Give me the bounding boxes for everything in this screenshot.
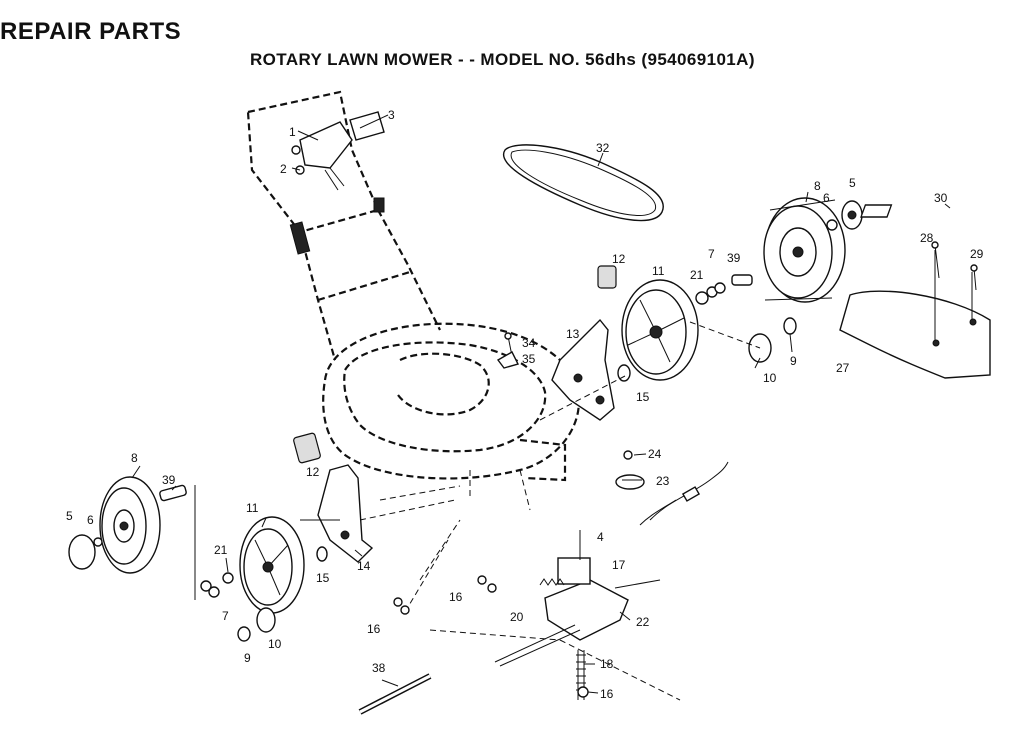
callout-8-right: 8 <box>814 179 821 193</box>
callout-35: 35 <box>522 352 536 366</box>
callout-6-right: 6 <box>823 191 830 205</box>
transmission <box>494 557 661 667</box>
callout-7-right: 7 <box>708 247 715 261</box>
callout-22: 22 <box>636 615 650 629</box>
alignment-lines <box>359 321 761 701</box>
callout-11-right: 11 <box>652 264 665 278</box>
callout-15-left: 15 <box>316 571 330 585</box>
callout-4: 4 <box>597 530 604 544</box>
page-title: REPAIR PARTS <box>0 18 182 45</box>
callout-38: 38 <box>372 661 386 675</box>
callout-13: 13 <box>566 327 580 341</box>
callout-28: 28 <box>920 231 934 245</box>
callout-21-left: 21 <box>214 543 228 557</box>
callout-32: 32 <box>596 141 610 155</box>
callout-12-left: 12 <box>306 465 320 479</box>
callout-14: 14 <box>357 559 371 573</box>
callout-16-middle: 16 <box>449 590 463 604</box>
callout-10-right: 10 <box>763 371 777 385</box>
skirt-bolts <box>931 241 978 291</box>
rear-skirt <box>839 250 991 379</box>
callout-18: 18 <box>600 657 614 671</box>
callout-12-right: 12 <box>612 252 626 266</box>
left-wheel-bracket <box>300 464 374 563</box>
callout-27: 27 <box>836 361 850 375</box>
left-axle-parts <box>194 485 276 642</box>
mower-deck <box>322 322 581 511</box>
callout-labels: 1 2 3 32 8 6 5 30 28 29 12 11 21 7 39 34… <box>66 108 984 701</box>
callout-23: 23 <box>656 474 670 488</box>
callout-5-left: 5 <box>66 509 73 523</box>
callout-3: 3 <box>388 108 395 122</box>
springs <box>539 578 589 700</box>
bolt-and-clip <box>496 332 520 369</box>
callout-39-left: 39 <box>162 473 176 487</box>
decal <box>860 204 893 218</box>
callout-9-left: 9 <box>244 651 251 665</box>
left-spacer <box>159 484 187 502</box>
callout-29: 29 <box>970 247 984 261</box>
callout-17: 17 <box>612 558 626 572</box>
control-cable <box>639 461 729 526</box>
wheel-nut-left <box>93 537 103 547</box>
axle-rod-highlight <box>359 674 431 714</box>
right-drive-gear <box>621 279 699 381</box>
callout-10-left: 10 <box>268 637 282 651</box>
right-axle-parts <box>597 265 753 305</box>
callout-1: 1 <box>289 125 296 139</box>
callout-34: 34 <box>522 336 536 350</box>
left-rear-wheel <box>99 476 161 574</box>
leader-lines <box>131 114 951 694</box>
drive-belt <box>502 144 664 222</box>
wheel-nut-right <box>826 219 838 231</box>
callout-6-left: 6 <box>87 513 94 527</box>
callout-24: 24 <box>648 447 662 461</box>
callout-16-left: 16 <box>367 622 381 636</box>
right-wheel-bracket <box>551 318 631 421</box>
left-drive-gear <box>239 516 305 614</box>
control-bracket <box>291 111 385 191</box>
callout-39-right: 39 <box>727 251 741 265</box>
left-wheel-cover <box>293 432 321 464</box>
callout-2: 2 <box>280 162 287 176</box>
callout-20: 20 <box>510 610 524 624</box>
callout-15-right: 15 <box>636 390 650 404</box>
handle-assembly <box>246 90 441 361</box>
callout-21-right: 21 <box>690 268 704 282</box>
right-hubcap <box>841 200 863 230</box>
right-pinion <box>748 317 797 363</box>
model-subtitle: ROTARY LAWN MOWER - - MODEL NO. 56dhs (9… <box>250 50 755 69</box>
left-hubcap <box>68 534 96 570</box>
right-rear-wheel <box>763 197 846 303</box>
callout-7-left: 7 <box>222 609 229 623</box>
callout-16-bottom: 16 <box>600 687 614 701</box>
callout-5-right: 5 <box>849 176 856 190</box>
pulley <box>615 450 645 490</box>
callout-11-left: 11 <box>246 501 259 515</box>
left-washer <box>316 546 328 562</box>
callout-30: 30 <box>934 191 948 205</box>
callout-9-right: 9 <box>790 354 797 368</box>
callout-8-left: 8 <box>131 451 138 465</box>
